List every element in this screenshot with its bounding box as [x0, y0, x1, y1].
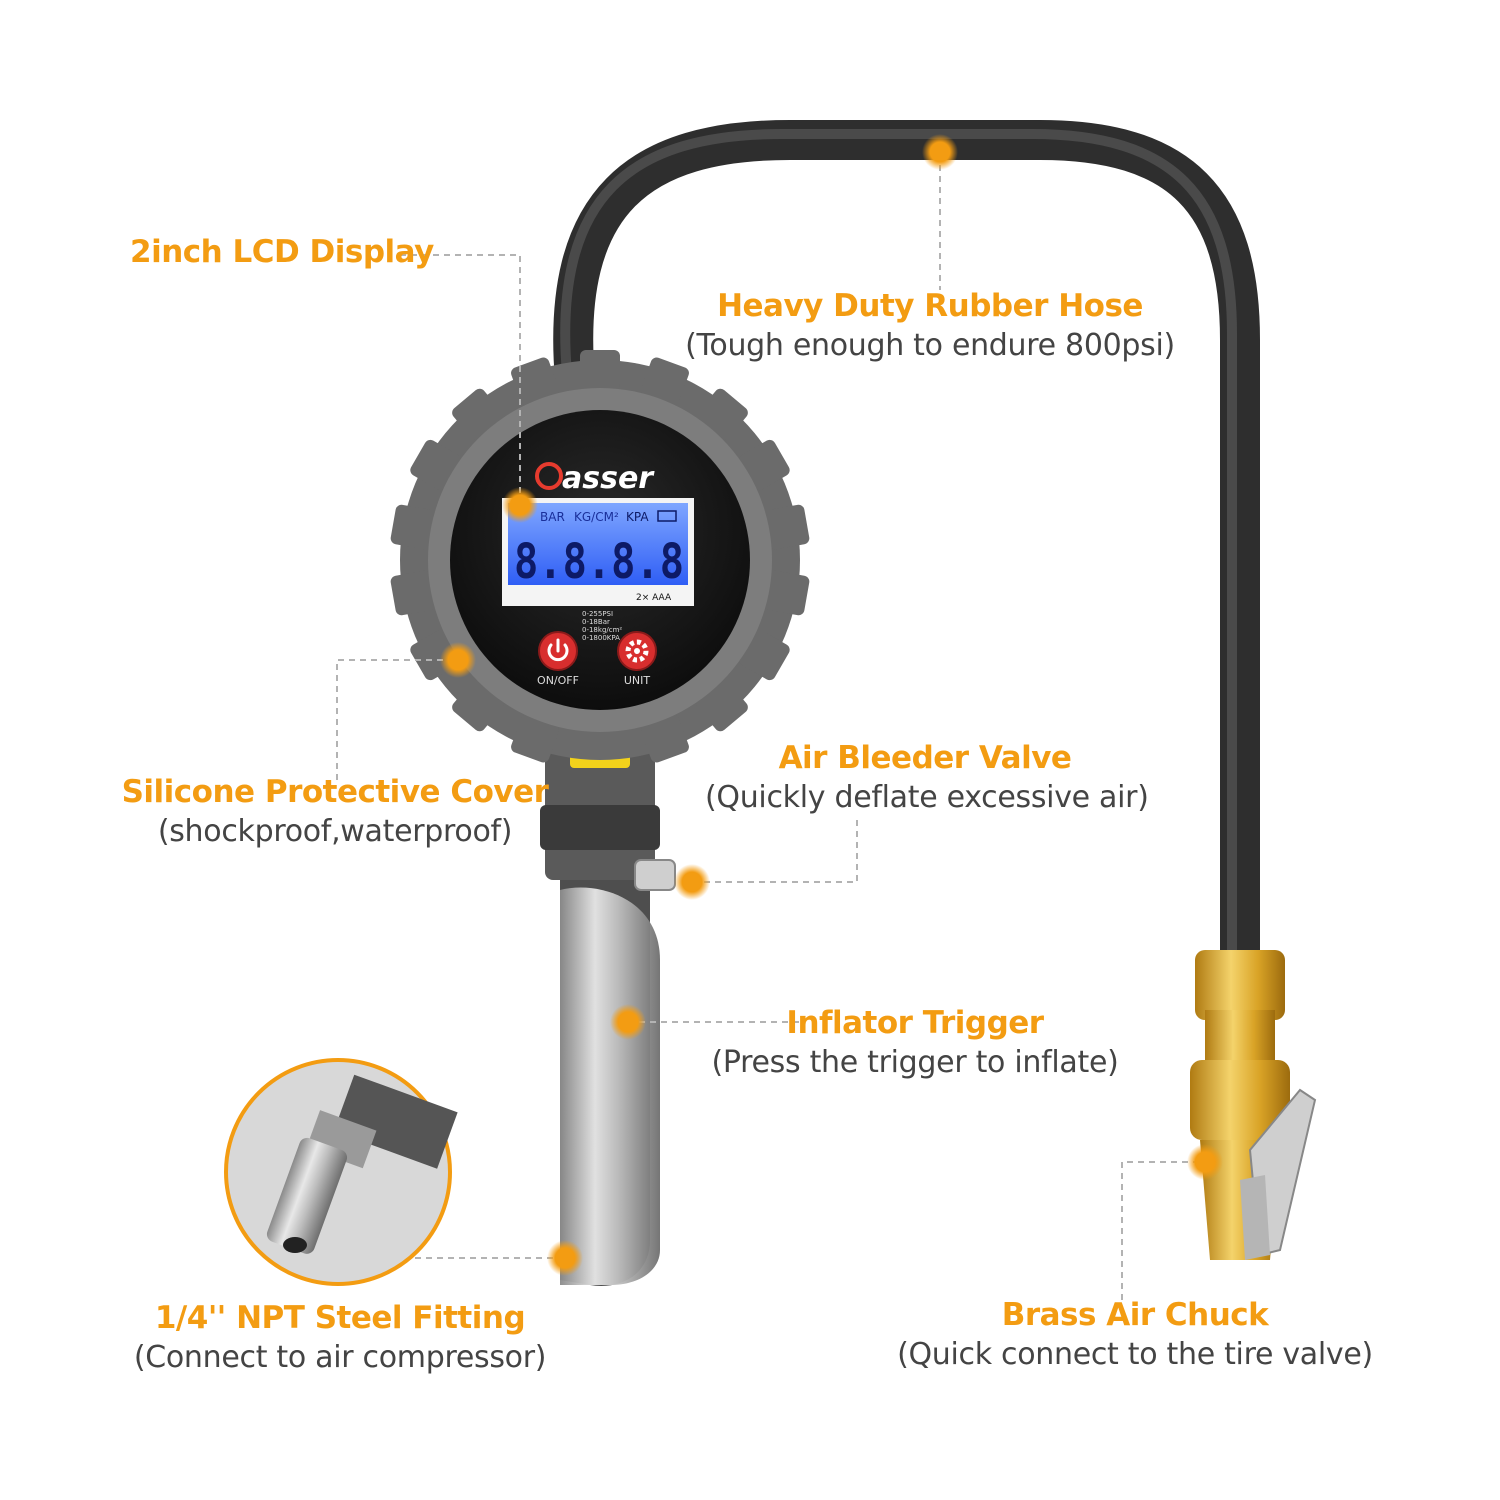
callout-chuck-sub: (Quick connect to the tire valve)	[897, 1337, 1373, 1372]
leader-lcd	[400, 254, 521, 505]
inflator-handle	[540, 750, 676, 1286]
battery-icon	[657, 510, 677, 522]
brand-text: asser	[562, 461, 655, 496]
gear-icon	[625, 639, 649, 663]
range-psi: 0-255PSI	[582, 610, 613, 618]
callout-hose-sub: (Tough enough to endure 800psi)	[685, 328, 1175, 363]
lcd-unit-bar: BAR	[540, 510, 565, 524]
callout-fitting: 1/4'' NPT Steel Fitting (Connect to air …	[120, 1300, 560, 1375]
hotspot-fitting[interactable]	[547, 1240, 583, 1276]
callout-trigger: Inflator Trigger (Press the trigger to i…	[710, 1005, 1120, 1080]
power-button-label: ON/OFF	[537, 674, 579, 687]
fitting-inset	[224, 1058, 458, 1286]
range-list: 0-255PSI 0-18Bar 0-18kg/cm² 0-1800KPA	[582, 610, 622, 642]
callout-lcd-title: 2inch LCD Display	[130, 234, 434, 270]
hotspot-dots	[440, 134, 1223, 1276]
callout-chuck-title: Brass Air Chuck	[1001, 1297, 1269, 1333]
hotspot-bleeder[interactable]	[674, 864, 710, 900]
lcd-digits: 8.8.8.8	[514, 534, 684, 590]
callout-bleeder: Air Bleeder Valve (Quickly deflate exces…	[705, 740, 1149, 815]
power-button[interactable]: ON/OFF	[537, 631, 579, 687]
rubber-hose	[553, 120, 1260, 980]
leader-cover	[336, 659, 455, 780]
callout-lcd: 2inch LCD Display	[130, 234, 434, 270]
lcd-unit-kgcm: KG/CM²	[574, 510, 619, 524]
callout-trigger-sub: (Press the trigger to inflate)	[711, 1045, 1119, 1080]
power-icon	[547, 638, 569, 662]
lcd-battery-note: 2× AAA	[636, 593, 672, 603]
callout-hose-title: Heavy Duty Rubber Hose	[717, 288, 1143, 324]
callout-cover-sub: (shockproof,waterproof)	[157, 814, 513, 849]
callout-bleeder-sub: (Quickly deflate excessive air)	[705, 780, 1149, 815]
callout-cover-title: Silicone Protective Cover	[121, 774, 549, 810]
callout-chuck: Brass Air Chuck (Quick connect to the ti…	[880, 1297, 1390, 1372]
unit-button[interactable]: UNIT	[617, 631, 657, 687]
hotspot-cover[interactable]	[440, 642, 476, 678]
callout-trigger-title: Inflator Trigger	[786, 1005, 1044, 1041]
unit-button-label: UNIT	[624, 674, 651, 687]
hotspot-lcd[interactable]	[502, 487, 538, 523]
hotspot-chuck[interactable]	[1187, 1144, 1223, 1180]
range-bar: 0-18Bar	[582, 618, 610, 626]
leader-chuck	[1121, 1161, 1200, 1300]
brand-logo: asser	[535, 461, 655, 496]
hotspot-trigger[interactable]	[610, 1004, 646, 1040]
range-kpa: 0-1800KPA	[582, 634, 620, 642]
range-kg: 0-18kg/cm²	[582, 626, 622, 634]
lcd-unit-kpa: KPA	[626, 510, 649, 524]
hotspot-hose[interactable]	[922, 134, 958, 170]
brass-air-chuck	[1190, 950, 1317, 1260]
leader-bleeder	[692, 820, 858, 883]
callout-cover: Silicone Protective Cover (shockproof,wa…	[120, 774, 550, 849]
callout-fitting-title: 1/4'' NPT Steel Fitting	[154, 1300, 526, 1336]
callout-hose: Heavy Duty Rubber Hose (Tough enough to …	[680, 288, 1180, 363]
callout-fitting-sub: (Connect to air compressor)	[133, 1340, 547, 1375]
callout-bleeder-title: Air Bleeder Valve	[778, 740, 1072, 776]
